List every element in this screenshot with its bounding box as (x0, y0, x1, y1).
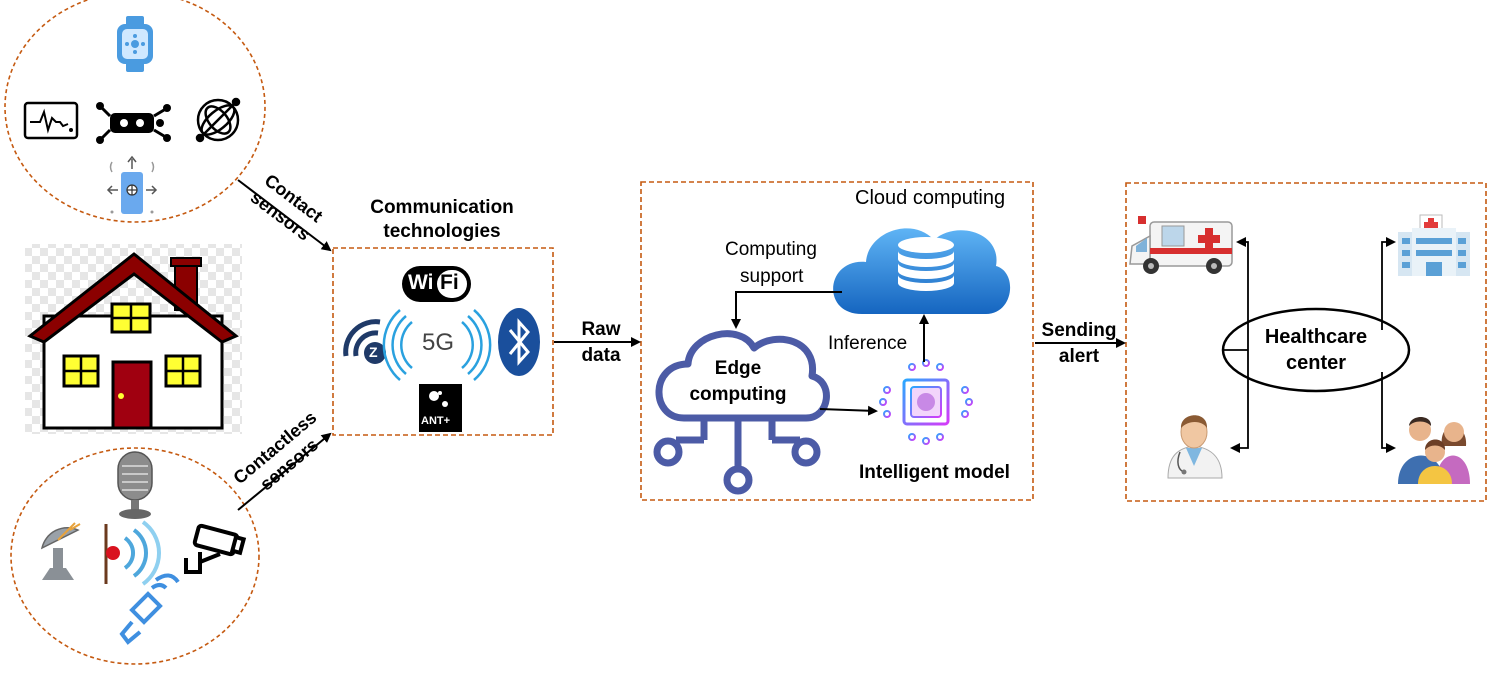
healthcare-box (1125, 182, 1487, 502)
edge-computing-line1: Edge (714, 358, 762, 379)
communication-title: Communication technologies (352, 196, 532, 244)
ant-plus-icon (419, 384, 462, 432)
phone-motion-sensor-icon (106, 155, 158, 214)
doctor-icon (1167, 415, 1223, 479)
hospital-icon (1398, 214, 1470, 276)
raw-data-line1: Raw (581, 319, 621, 340)
hc-to-hospital-arrow (1381, 237, 1396, 330)
wifi-icon (402, 266, 471, 302)
ambulance-icon (1129, 216, 1233, 274)
computing-support-label: Computing support (725, 236, 817, 290)
cloud-computing-label: Cloud computing (855, 187, 1006, 209)
wifi-fi-text: Fi (440, 271, 459, 294)
healthcare-center-label: Healthcare center (1246, 324, 1386, 376)
healthcare-center-line2: center (1285, 352, 1347, 374)
wave-sensor-icon (104, 520, 161, 586)
house-icon (27, 252, 239, 430)
contact-sensors-group (4, 0, 266, 223)
family-icon (1398, 417, 1470, 484)
microphone-icon (117, 451, 153, 519)
cloud-database-icon (833, 228, 1011, 314)
ultrasound-probe-icon (119, 573, 180, 645)
healthcare-center-line1: Healthcare (1264, 326, 1368, 348)
ant-text: ANT+ (421, 415, 451, 427)
surveillance-camera-icon (184, 523, 247, 574)
radar-dish-icon (40, 522, 81, 580)
sending-alert-label: Sending alert (1034, 318, 1124, 370)
edge-cloud-icon (653, 330, 830, 495)
computing-support-line2: support (740, 266, 804, 287)
inference-label: Inference (828, 333, 908, 354)
smartwatch-icon (117, 16, 153, 72)
communication-title-line1: Communication (370, 197, 514, 218)
zigbee-letter: Z (369, 344, 378, 360)
raw-data-label: Raw data (566, 317, 636, 369)
intelligent-model-label: Intelligent model (859, 462, 1010, 483)
ecg-monitor-icon (23, 101, 79, 140)
contact-arrow (237, 179, 332, 252)
wifi-wi-text: Wi (408, 271, 434, 294)
computing-support-arrow (731, 291, 842, 329)
communication-box (332, 247, 554, 436)
sending-alert-line2: alert (1058, 346, 1100, 367)
computing-box (640, 181, 1034, 501)
ai-chip-icon (879, 359, 973, 445)
contactless-sensors-group (10, 447, 260, 665)
sending-alert-line1: Sending (1041, 320, 1117, 341)
hc-to-ambulance-arrow (1236, 237, 1249, 350)
5g-text: 5G (422, 329, 455, 356)
edge-computing-line2: computing (689, 384, 787, 405)
wearable-patch-icon (96, 102, 171, 144)
edge-to-model-arrow (819, 405, 878, 416)
hc-to-family-arrow (1381, 372, 1396, 453)
hc-to-doctor-arrow (1230, 350, 1249, 453)
gyroscope-icon (195, 97, 241, 143)
5g-icon (382, 309, 492, 381)
raw-data-line2: data (581, 345, 621, 366)
zigbee-icon (343, 319, 386, 364)
contactless-arrow (237, 432, 332, 511)
edge-computing-label: Edge computing (668, 356, 808, 408)
bluetooth-icon (498, 308, 540, 376)
communication-title-line2: technologies (383, 221, 501, 242)
computing-support-line1: Computing (725, 239, 817, 260)
